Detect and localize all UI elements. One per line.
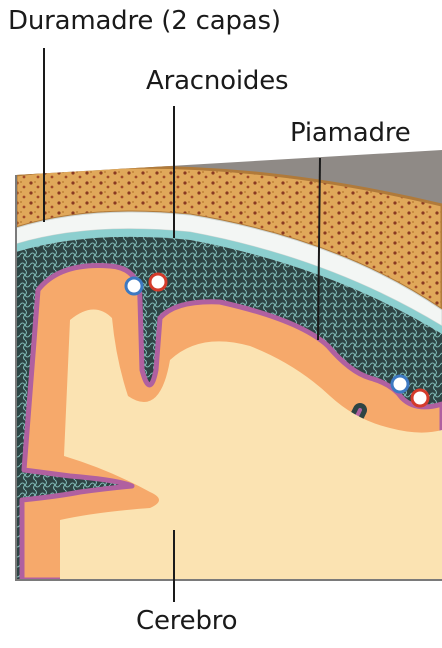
artery-icon: [412, 390, 428, 406]
label-pia: Piamadre: [290, 118, 411, 148]
label-brain: Cerebro: [136, 606, 237, 636]
vein-icon: [126, 278, 142, 294]
label-dura: Duramadre (2 capas): [8, 6, 281, 36]
label-arachnoid: Aracnoides: [146, 66, 288, 96]
vein-icon: [392, 376, 408, 392]
artery-icon: [150, 274, 166, 290]
tissue-block: [0, 140, 442, 590]
